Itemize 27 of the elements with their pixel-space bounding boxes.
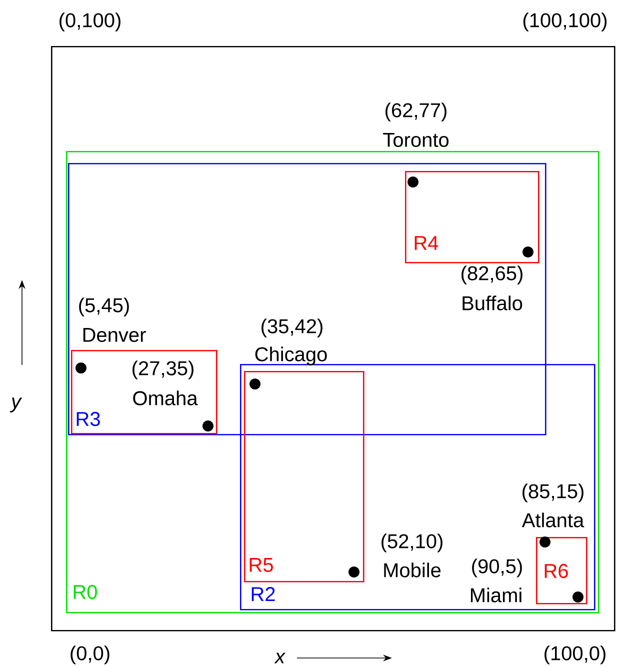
coordinate-label: (52,10) — [382, 534, 442, 552]
coordinate-label: (35,42) — [262, 318, 322, 338]
city-label: Atlanta — [522, 512, 584, 528]
corner-coordinate: (100,0) — [544, 646, 606, 664]
coordinate-label: (62,77) — [386, 102, 446, 122]
city-label: Omaha — [133, 390, 198, 406]
city-label: Chicago — [255, 346, 327, 366]
coordinate-label: (90,5) — [472, 558, 522, 578]
corner-coordinate: (0,0) — [70, 646, 110, 664]
axis-label: x — [274, 652, 286, 664]
city-label: Mobile — [384, 562, 441, 578]
region-rectangle: R6 — [536, 537, 588, 604]
city-label: Buffalo — [462, 296, 522, 310]
city-label: Toronto — [383, 133, 449, 147]
corner-coordinate: (0,100) — [60, 12, 120, 32]
city-label: Denver — [83, 328, 146, 342]
frame — [51, 46, 616, 632]
region-rectangle: R4 — [405, 171, 540, 264]
corner-coordinate: (100,100) — [523, 12, 607, 32]
axis-label: y — [10, 398, 22, 412]
region-rectangle: R5 — [244, 371, 364, 582]
coordinate-label: (27,35) — [132, 360, 194, 380]
coordinate-label: (5,45) — [79, 298, 129, 316]
city-label: Miami — [470, 588, 522, 602]
coordinate-label: (85,15) — [522, 484, 584, 502]
coordinate-label: (82,65) — [462, 266, 522, 284]
region-rectangle — [68, 163, 546, 436]
